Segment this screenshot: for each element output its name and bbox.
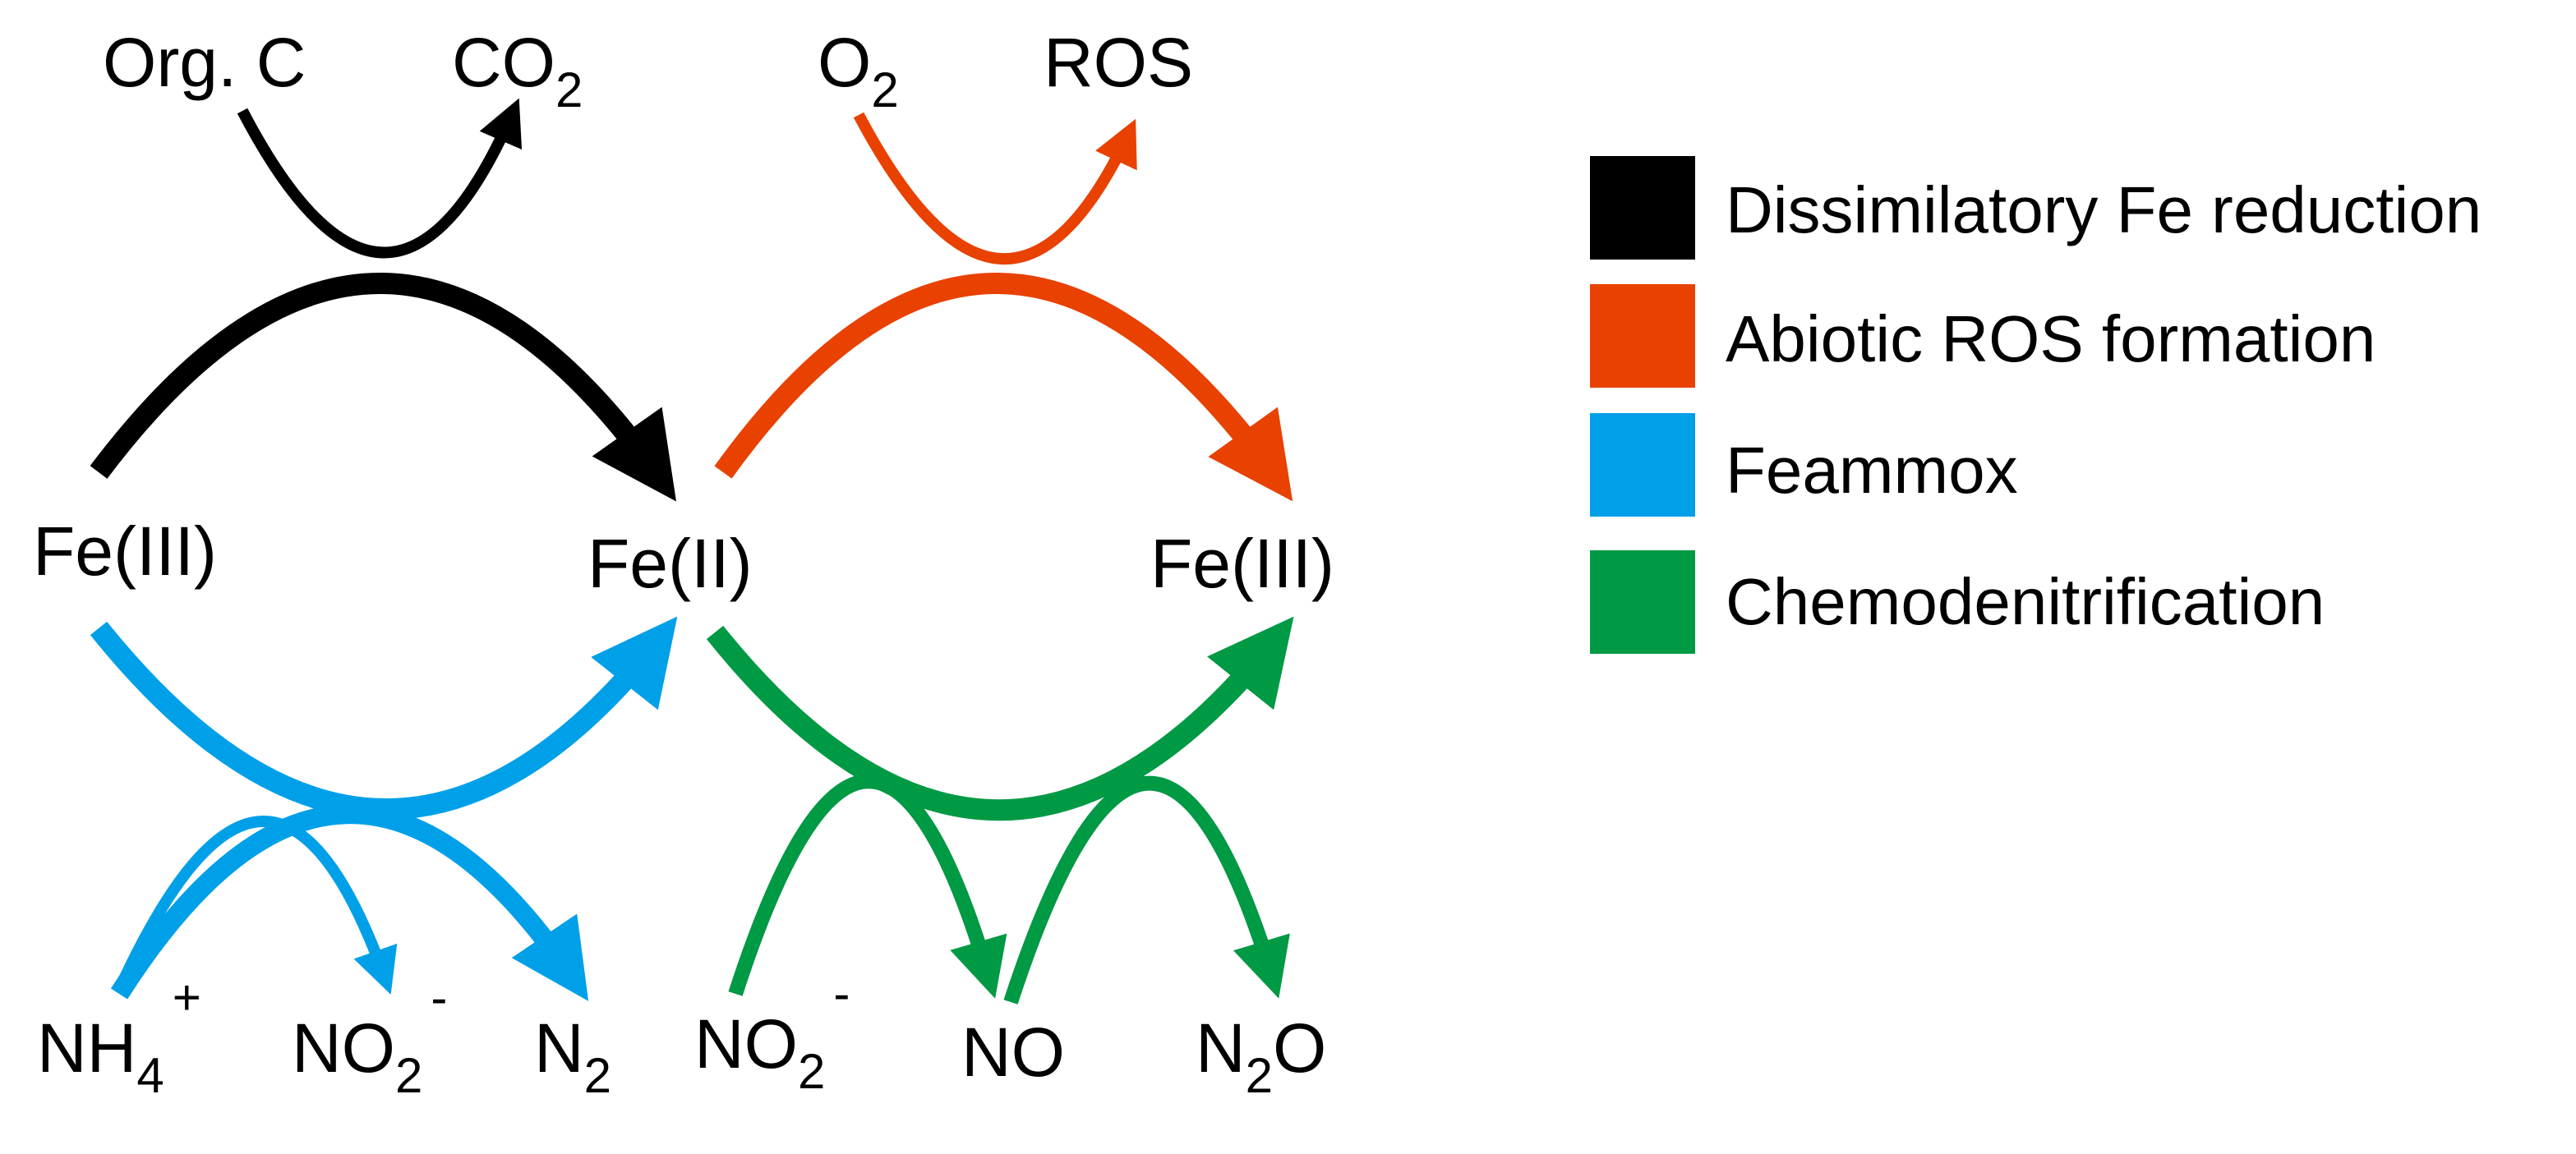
arrow-orgc-to-co2 xyxy=(237,98,523,259)
label-no2-feammox: NO2- xyxy=(292,970,447,1103)
label-ros: ROS xyxy=(1044,24,1193,101)
legend-item-chemodenitrification: Chemodenitrification xyxy=(1590,550,2325,654)
legend-label: Abiotic ROS formation xyxy=(1726,302,2376,375)
label-no: NO xyxy=(961,1014,1065,1091)
label-no2-chemo: NO2- xyxy=(694,966,850,1099)
label-n2: N2 xyxy=(534,1009,611,1103)
label-co2: CO2 xyxy=(452,24,583,117)
legend: Dissimilatory Fe reduction Abiotic ROS f… xyxy=(1590,156,2482,654)
arrow-fe2-to-fe3-orange xyxy=(714,273,1293,502)
label-org-c: Org. C xyxy=(103,24,306,101)
arrow-nh4-to-n2 xyxy=(110,804,589,1001)
legend-item-abiotic: Abiotic ROS formation xyxy=(1590,284,2376,388)
legend-swatch-green xyxy=(1590,550,1695,654)
label-fe3-right: Fe(III) xyxy=(1150,525,1334,602)
arrow-no-to-n2o xyxy=(1003,775,1290,1005)
arrow-o2-to-ros xyxy=(853,112,1137,265)
label-fe2: Fe(II) xyxy=(588,525,753,602)
legend-label: Feammox xyxy=(1726,434,2018,507)
label-o2: O2 xyxy=(818,24,899,117)
feammox-group xyxy=(90,616,678,1001)
legend-swatch-blue xyxy=(1590,413,1695,517)
label-nh4: NH4+ xyxy=(37,970,201,1103)
legend-label: Chemodenitrification xyxy=(1726,565,2325,638)
label-fe3-left: Fe(III) xyxy=(33,513,217,590)
legend-item-feammox: Feammox xyxy=(1590,413,2018,517)
arrow-no2-to-no xyxy=(728,774,1007,999)
legend-item-dissimilatory: Dissimilatory Fe reduction xyxy=(1590,156,2482,260)
arrow-fe2-to-fe3-green xyxy=(706,616,1294,821)
legend-swatch-orange xyxy=(1590,284,1695,388)
label-n2o: N2O xyxy=(1196,1009,1326,1103)
chemodenitrification-group xyxy=(706,616,1294,1005)
abiotic-ros-formation-group xyxy=(714,112,1293,502)
arrow-nh4-to-no2 xyxy=(113,816,398,995)
dissimilatory-fe-reduction-group xyxy=(90,98,676,502)
legend-label: Dissimilatory Fe reduction xyxy=(1726,173,2482,246)
legend-swatch-black xyxy=(1590,156,1695,260)
arrow-fe3-to-fe2-black xyxy=(90,273,676,502)
arrow-fe3-to-fe2-blue xyxy=(90,616,678,820)
